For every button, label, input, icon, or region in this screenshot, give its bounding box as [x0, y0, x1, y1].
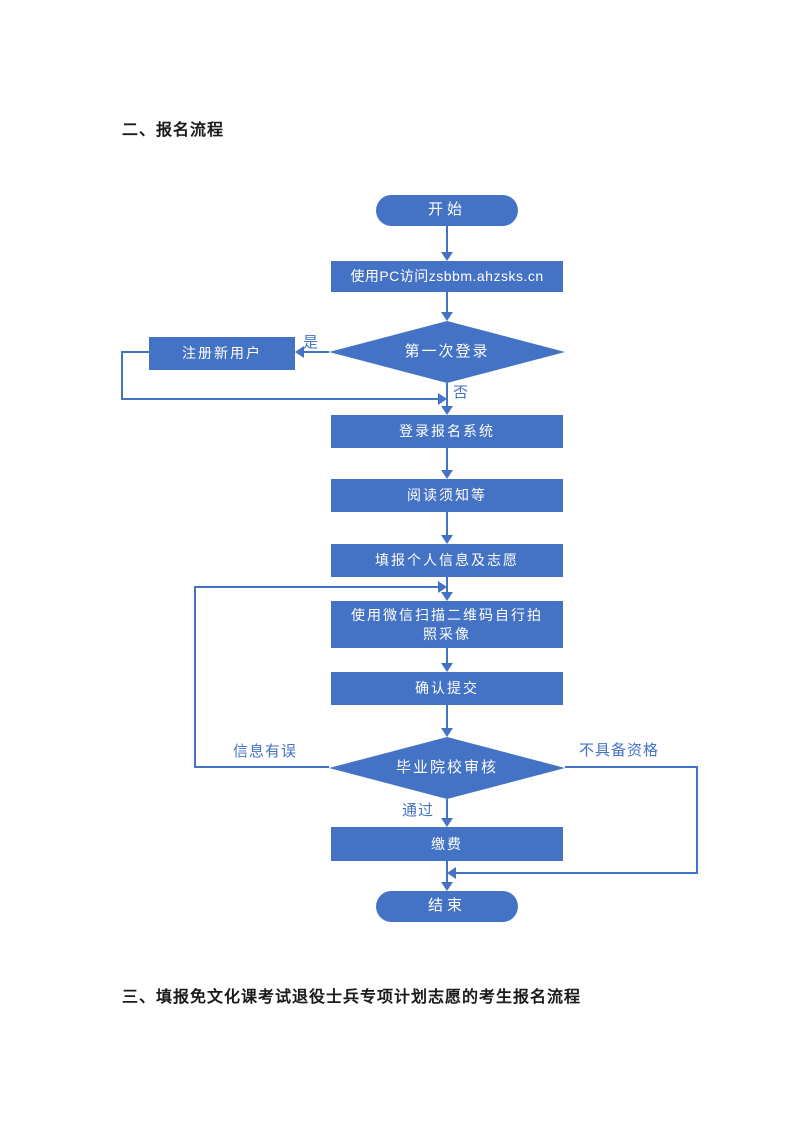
flowchart-node-end: 结束 [376, 891, 518, 922]
arrowhead-into-first-login [441, 312, 453, 321]
arrowhead-into-pay-fee [441, 818, 453, 827]
flowchart-node-register-new-user: 注册新用户 [149, 337, 295, 370]
arrowhead-into-register [295, 346, 304, 358]
flowchart-node-wechat-photo: 使用微信扫描二维码自行拍照采像 [331, 601, 563, 648]
connector-login-to-notice [446, 448, 448, 471]
arrowhead-into-end [441, 882, 453, 891]
edge-label-no: 否 [453, 384, 470, 401]
section-heading-3: 三、填报免文化课考试退役士兵专项计划志愿的考生报名流程 [122, 989, 582, 1006]
edge-label-yes: 是 [303, 334, 320, 351]
edge-label-not-qualified: 不具备资格 [579, 742, 660, 759]
flowchart-node-login-system: 登录报名系统 [331, 415, 563, 448]
connector-confirm-to-review [446, 705, 448, 729]
connector-review-pass-down [446, 799, 448, 819]
flowchart-node-pay-fee: 缴费 [331, 827, 563, 861]
connector-notice-to-fillinfo [446, 512, 448, 536]
flowchart-node-school-review-decision: 毕业院校审核 [329, 737, 565, 799]
connector-register-loop-right [121, 398, 439, 400]
connector-wechat-to-confirm [446, 648, 448, 664]
connector-review-error-right [194, 586, 439, 588]
section-heading-2: 二、报名流程 [122, 122, 225, 139]
edge-label-pass: 通过 [402, 802, 435, 819]
arrowhead-into-visit-pc [441, 252, 453, 261]
connector-decision-yes-to-register [303, 351, 329, 353]
connector-review-unqualified-down [696, 766, 698, 874]
connector-visit-to-decision [446, 292, 448, 314]
arrowhead-into-confirm-submit [441, 663, 453, 672]
flowchart-node-confirm-submit: 确认提交 [331, 672, 563, 705]
connector-review-error-left [195, 766, 329, 768]
connector-review-unqualified-left [455, 872, 698, 874]
connector-review-unqualified-right [565, 766, 697, 768]
flowchart-node-fill-info: 填报个人信息及志愿 [331, 544, 563, 577]
flowchart-node-read-notice: 阅读须知等 [331, 479, 563, 512]
arrowhead-into-school-review [441, 728, 453, 737]
flowchart-node-visit-pc: 使用PC访问zsbbm.ahzsks.cn [331, 261, 563, 292]
arrowhead-register-loop-merge [438, 393, 447, 405]
connector-decision-no-down [446, 383, 448, 407]
connector-register-loop-down [121, 351, 123, 399]
arrowhead-unqualified-merge [447, 867, 456, 879]
connector-start-to-visit [446, 226, 448, 254]
arrowhead-review-error-merge [438, 581, 447, 593]
flowchart-node-first-login-decision: 第一次登录 [329, 321, 565, 383]
arrowhead-into-wechat-photo [441, 592, 453, 601]
flowchart-node-start: 开始 [376, 195, 518, 226]
connector-review-error-up [194, 587, 196, 768]
edge-label-info-error: 信息有误 [233, 743, 298, 760]
arrowhead-into-read-notice [441, 470, 453, 479]
connector-register-out-left [122, 351, 149, 353]
arrowhead-into-login-system [441, 406, 453, 415]
arrowhead-into-fill-info [441, 535, 453, 544]
connector-fillinfo-to-wechat [446, 577, 448, 593]
